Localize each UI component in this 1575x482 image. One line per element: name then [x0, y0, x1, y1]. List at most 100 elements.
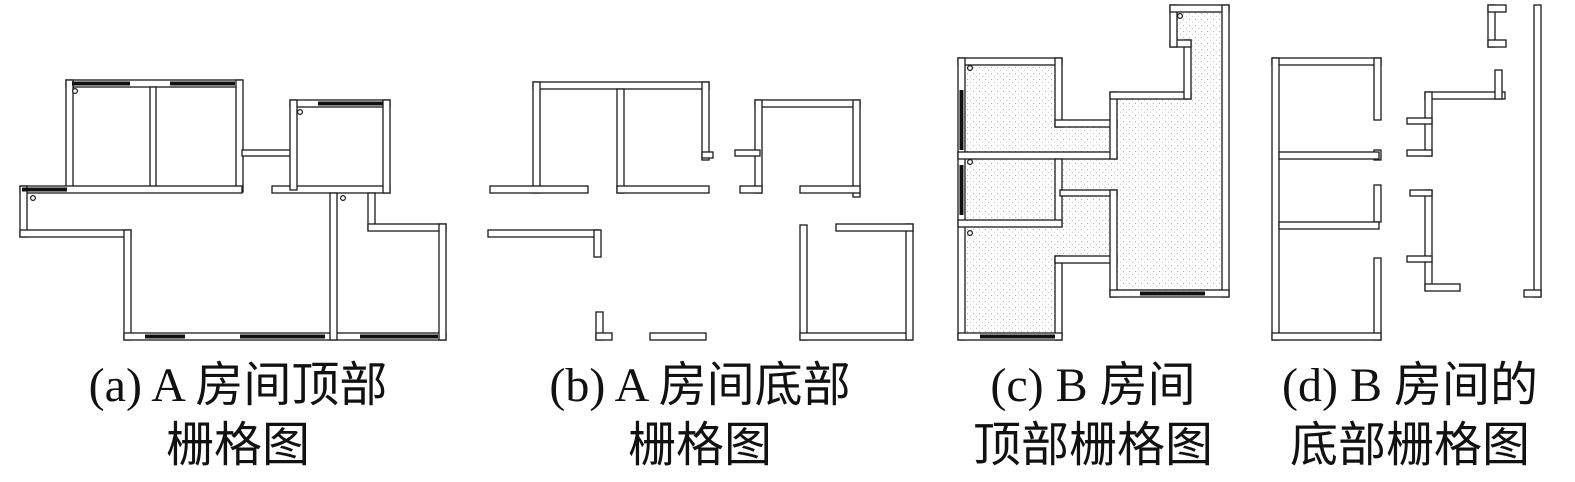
wall-segment	[382, 99, 391, 194]
wall-segment	[1054, 255, 1063, 341]
wall-segment	[329, 192, 338, 341]
caption-panel-a: (a) A 房间顶部 栅格图	[89, 356, 388, 476]
wall-segment	[1109, 91, 1192, 100]
wall-segment	[754, 99, 763, 194]
corner-marker	[1176, 13, 1183, 20]
caption-line-2: 栅格图	[165, 419, 310, 472]
wall-segment	[957, 219, 1063, 228]
wall-segment	[1523, 289, 1542, 298]
wall-segment	[1169, 4, 1230, 13]
caption-line-1: (b) A 房间底部	[549, 359, 851, 412]
wall-segment	[289, 99, 298, 191]
caption-line-1: (a) A 房间顶部	[88, 359, 388, 412]
wall-segment	[1278, 221, 1380, 230]
dark-wall-segment	[72, 81, 130, 86]
dark-wall-segment	[980, 334, 1055, 339]
wall-segment	[1059, 189, 1118, 197]
wall-segment	[799, 185, 861, 194]
wall-segment	[1487, 4, 1507, 13]
caption-line-2: 底部栅格图	[1289, 419, 1530, 472]
wall-segment	[438, 223, 447, 341]
wall-segment	[1221, 4, 1230, 298]
wall-segment	[367, 223, 447, 232]
corner-marker	[71, 87, 78, 94]
caption-panel-d: (d) B 房间的 底部栅格图	[1282, 356, 1538, 476]
wall-segment	[1373, 257, 1382, 341]
corner-marker	[340, 195, 347, 202]
corner-marker	[966, 230, 973, 237]
wall-segment	[799, 332, 913, 341]
caption-line-1: (d) B 房间的	[1282, 359, 1538, 412]
wall-segment	[1054, 255, 1118, 264]
wall-segment	[1373, 57, 1382, 121]
wall-segment	[241, 149, 293, 157]
wall-segment	[1373, 184, 1382, 223]
dark-wall-segment	[959, 165, 964, 215]
wall-segment	[957, 151, 1118, 160]
dark-wall-segment	[170, 81, 235, 86]
wall-segment	[1494, 69, 1503, 100]
wall-segment	[1109, 91, 1118, 160]
dark-wall-segment	[1140, 291, 1205, 296]
corner-marker	[297, 108, 304, 115]
wall-segment	[1271, 57, 1382, 66]
wall-segment	[1424, 283, 1461, 292]
caption-panel-b: (b) A 房间底部 栅格图	[549, 356, 850, 476]
wall-segment	[799, 224, 808, 341]
wall-segment	[905, 223, 914, 341]
wall-segment	[1409, 189, 1433, 197]
dark-wall-segment	[240, 334, 325, 339]
wall-segment	[701, 81, 710, 161]
dark-wall-segment	[145, 334, 185, 339]
wall-segment	[595, 332, 613, 341]
wall-segment	[1183, 39, 1192, 100]
wall-segment	[1278, 151, 1380, 160]
wall-segment	[616, 88, 625, 194]
wall-segment	[593, 229, 602, 258]
wall-segment	[739, 185, 763, 194]
wall-segment	[65, 79, 74, 193]
wall-segment	[489, 185, 589, 194]
wall-segment	[616, 185, 710, 194]
wall-segment	[957, 57, 1063, 66]
panel-c-grid-map	[957, 4, 1230, 341]
wall-segment	[1406, 255, 1433, 263]
dark-wall-segment	[959, 90, 964, 150]
wall-segment	[1424, 189, 1433, 291]
wall-segment	[1487, 39, 1507, 48]
panel-a-grid-map	[19, 79, 447, 341]
corner-marker	[966, 64, 973, 71]
dark-wall-segment	[360, 334, 438, 339]
caption-line-1: (c) B 房间	[990, 359, 1196, 412]
wall-segment	[1109, 189, 1118, 298]
wall-segment	[734, 149, 761, 157]
caption-line-2: 栅格图	[627, 419, 772, 472]
wall-segment	[649, 332, 707, 341]
wall-segment	[487, 229, 601, 238]
dark-wall-segment	[22, 187, 67, 192]
wall-segment	[1424, 91, 1506, 100]
wall-segment	[1406, 117, 1433, 125]
caption-panel-c: (c) B 房间 顶部栅格图	[973, 356, 1213, 476]
wall-segment	[19, 229, 132, 238]
corner-marker	[30, 195, 37, 202]
caption-line-2: 顶部栅格图	[972, 419, 1214, 472]
wall-segment	[1533, 4, 1542, 298]
wall-segment	[123, 229, 132, 341]
panel-d-grid-map	[1271, 4, 1542, 341]
panel-b-grid-map	[487, 81, 914, 341]
wall-segment	[532, 81, 710, 90]
wall-segment	[754, 99, 861, 108]
wall-segment	[1054, 119, 1118, 128]
wall-segment	[835, 223, 914, 232]
wall-segment	[852, 99, 861, 198]
wall-segment	[1271, 332, 1382, 341]
wall-segment	[1406, 149, 1433, 157]
wall-segment	[235, 79, 244, 193]
wall-segment	[532, 81, 541, 194]
wall-segment	[701, 151, 714, 159]
wall-segment	[1271, 57, 1280, 341]
corner-marker	[966, 159, 973, 166]
wall-segment	[149, 86, 157, 193]
